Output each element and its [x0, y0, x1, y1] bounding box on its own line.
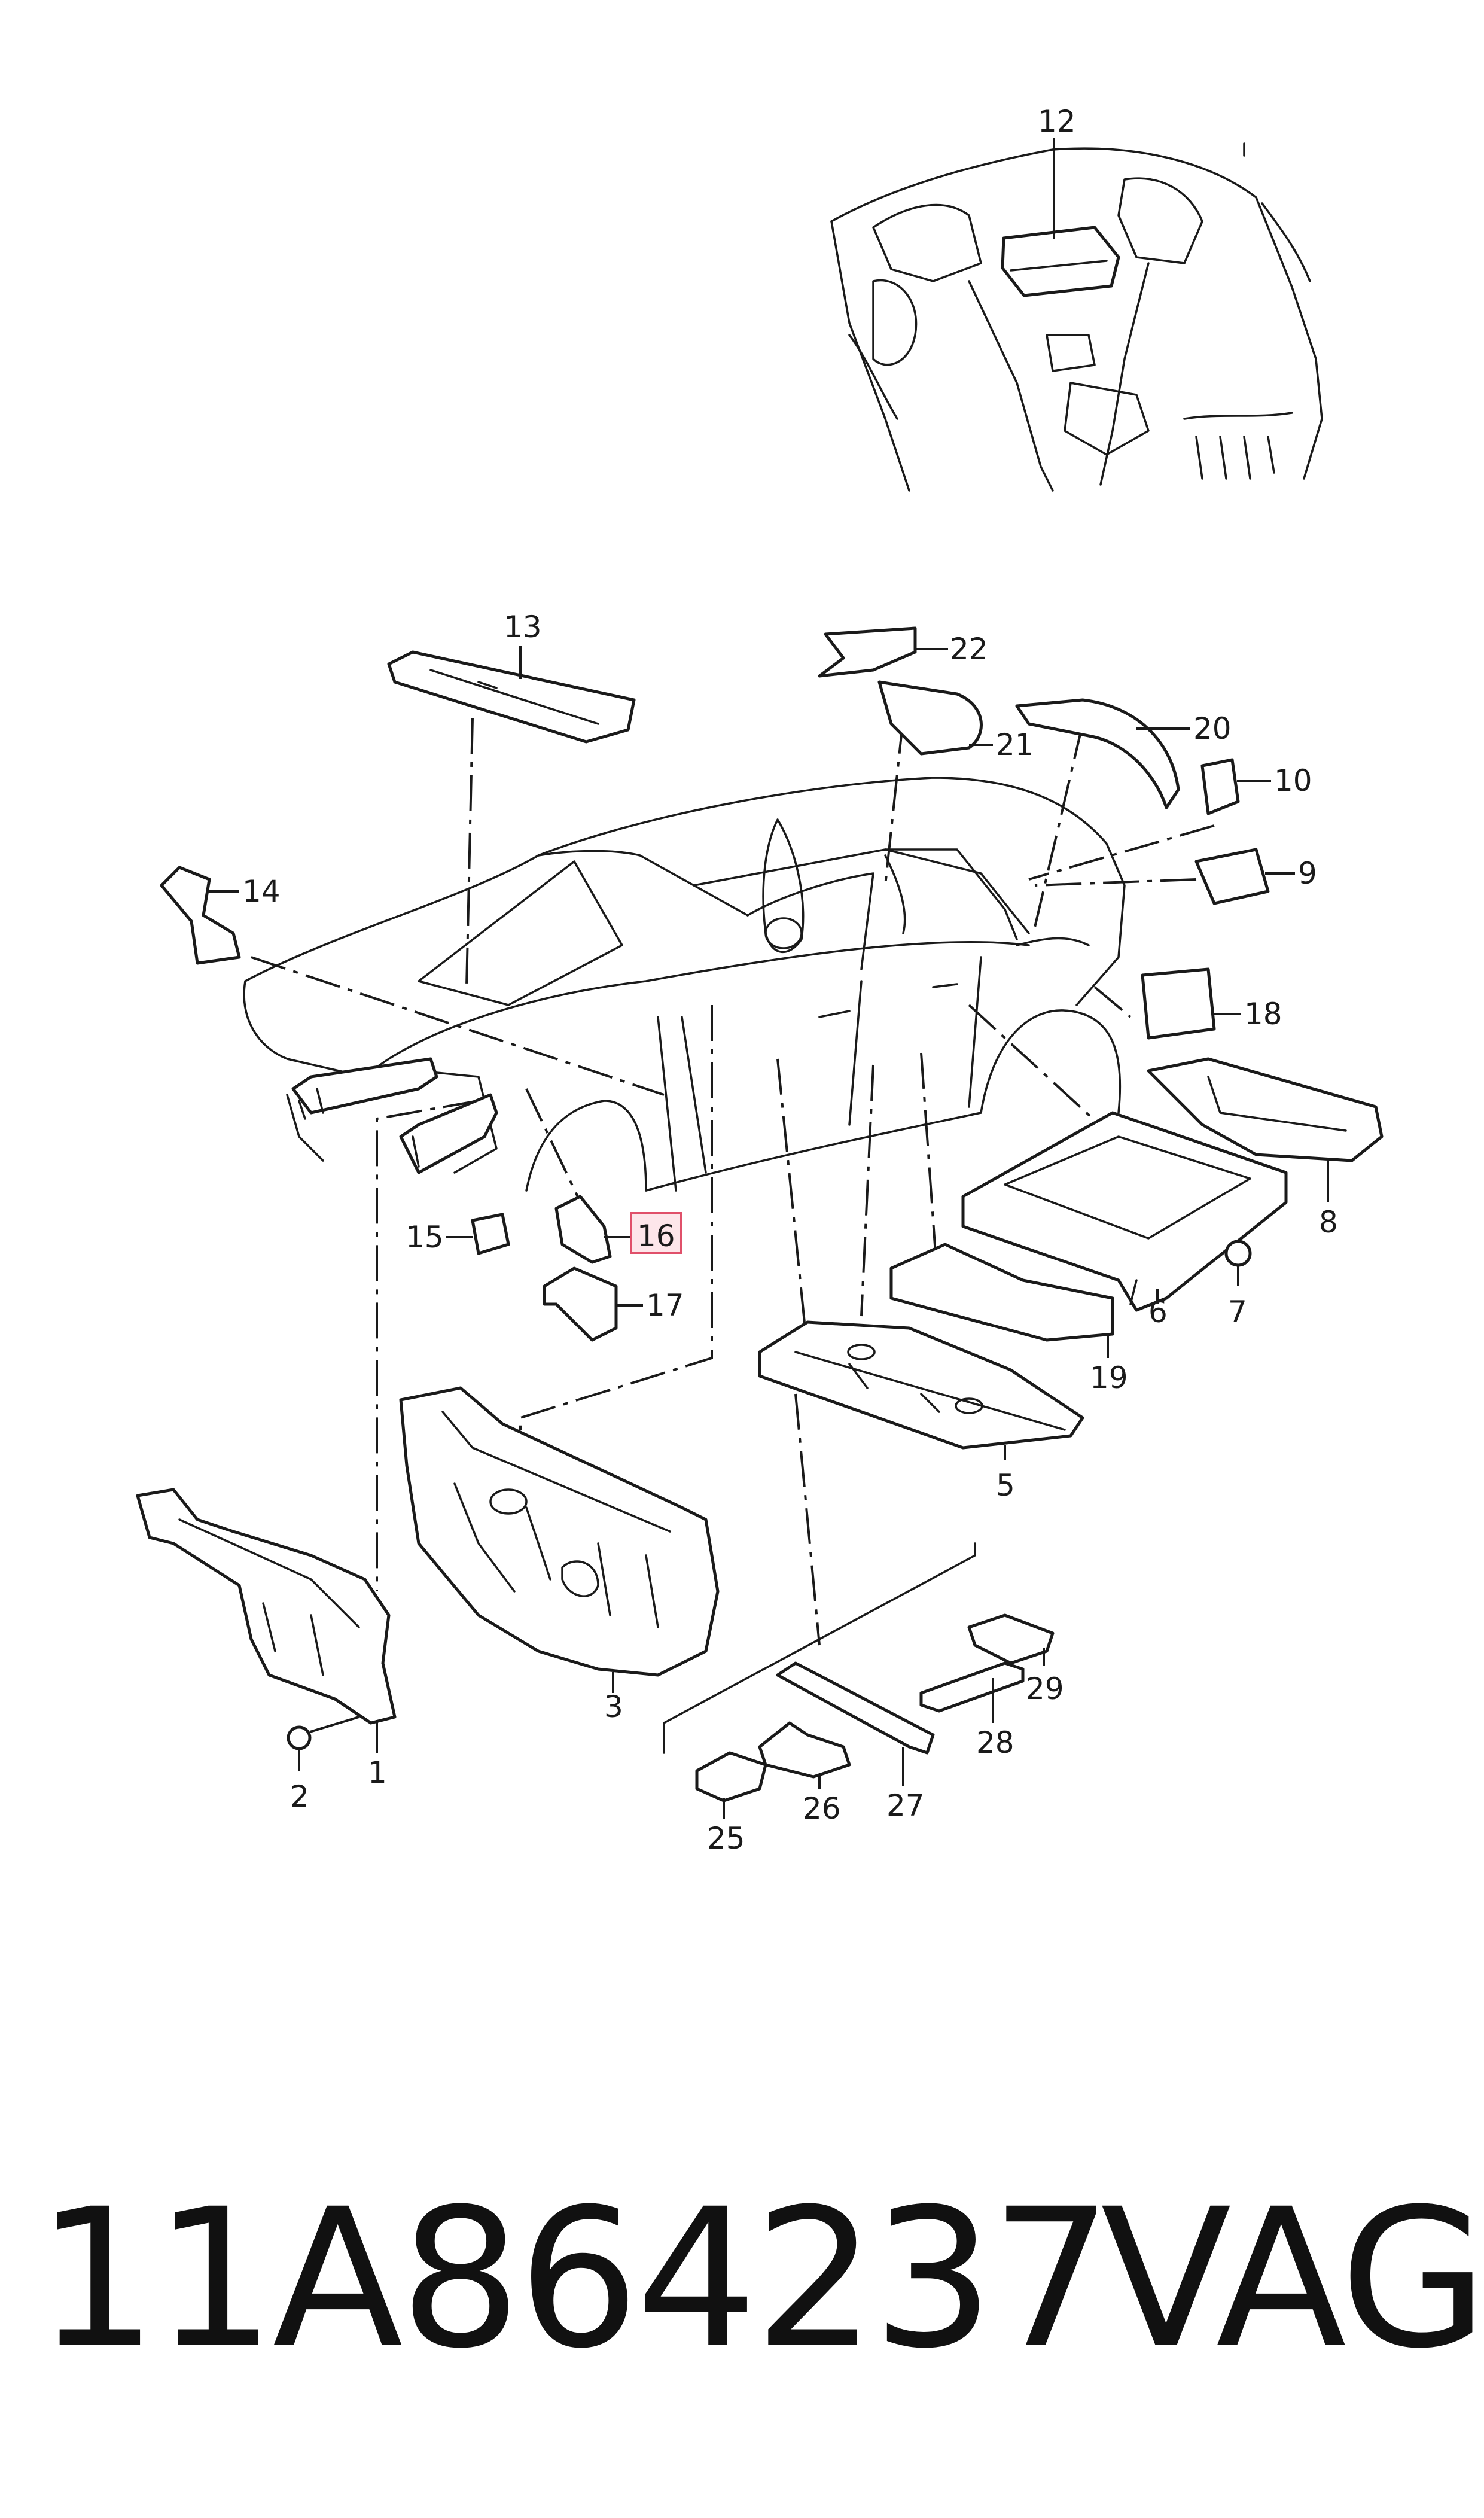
part-3: 3	[399, 1386, 720, 1724]
callout-27: 27	[886, 1788, 925, 1823]
part-6: 6	[961, 1111, 1288, 1329]
part-15: 15	[406, 1213, 510, 1255]
part-21: 21	[877, 680, 1034, 762]
callout-14: 14	[242, 874, 281, 909]
part-18: 18	[1141, 967, 1282, 1040]
part-8: 8	[1147, 1057, 1384, 1240]
callout-3: 3	[604, 1689, 623, 1724]
front-frame-rails	[291, 1057, 498, 1174]
part-20: 20	[1015, 698, 1232, 809]
callout-10: 10	[1274, 763, 1312, 798]
callout-6: 6	[1148, 1295, 1168, 1329]
callout-20: 20	[1193, 711, 1232, 746]
callout-9: 9	[1298, 856, 1317, 891]
callout-16-highlight-box	[630, 1212, 682, 1254]
part-19: 19	[889, 1243, 1128, 1395]
part-2: 2	[287, 1716, 359, 1814]
part-26: 26	[758, 1721, 851, 1826]
part-14: 14	[160, 866, 281, 965]
car-body-outline	[243, 777, 1126, 1192]
callout-8: 8	[1319, 1205, 1338, 1240]
part-25: 25	[695, 1751, 767, 1856]
parts-kit-bracket	[663, 1542, 976, 1754]
callout-21: 21	[996, 727, 1034, 762]
part-29: 29	[967, 1613, 1064, 1706]
callout-17: 17	[646, 1288, 684, 1323]
part-5: 5	[758, 1320, 1084, 1503]
leader-lines	[251, 717, 1215, 1646]
callout-12: 12	[1038, 104, 1076, 139]
part-13: 13	[387, 610, 636, 744]
part-7: 7	[1224, 1240, 1252, 1329]
callout-18: 18	[1244, 997, 1282, 1031]
callout-29: 29	[1026, 1671, 1064, 1706]
callout-25: 25	[707, 1821, 745, 1856]
callout-5: 5	[996, 1468, 1015, 1503]
callout-13: 13	[504, 610, 542, 644]
callout-22: 22	[950, 632, 988, 666]
part-1: 1	[136, 1488, 397, 1790]
part-10: 10	[1200, 758, 1312, 815]
part-27: 27	[776, 1661, 935, 1823]
callout-7: 7	[1228, 1295, 1247, 1329]
brand-label: VAG	[1101, 2168, 1484, 2391]
callout-2: 2	[290, 1779, 309, 1814]
callout-26: 26	[803, 1791, 841, 1826]
callout-1: 1	[368, 1755, 387, 1790]
callout-16: 16	[637, 1219, 675, 1253]
part-9: 9	[1194, 848, 1317, 905]
inset-dashboard-view: 12	[830, 104, 1323, 492]
part-22: 22	[818, 626, 988, 678]
callout-15: 15	[406, 1220, 444, 1255]
part-17: 17	[543, 1266, 684, 1342]
part-number-label: 11A864237	[36, 2168, 1113, 2391]
callout-28: 28	[976, 1725, 1014, 1760]
callout-19: 19	[1090, 1360, 1128, 1395]
part-16: 16	[554, 1195, 682, 1264]
part-12-shape	[1001, 226, 1120, 297]
part-28: 28	[919, 1661, 1025, 1760]
